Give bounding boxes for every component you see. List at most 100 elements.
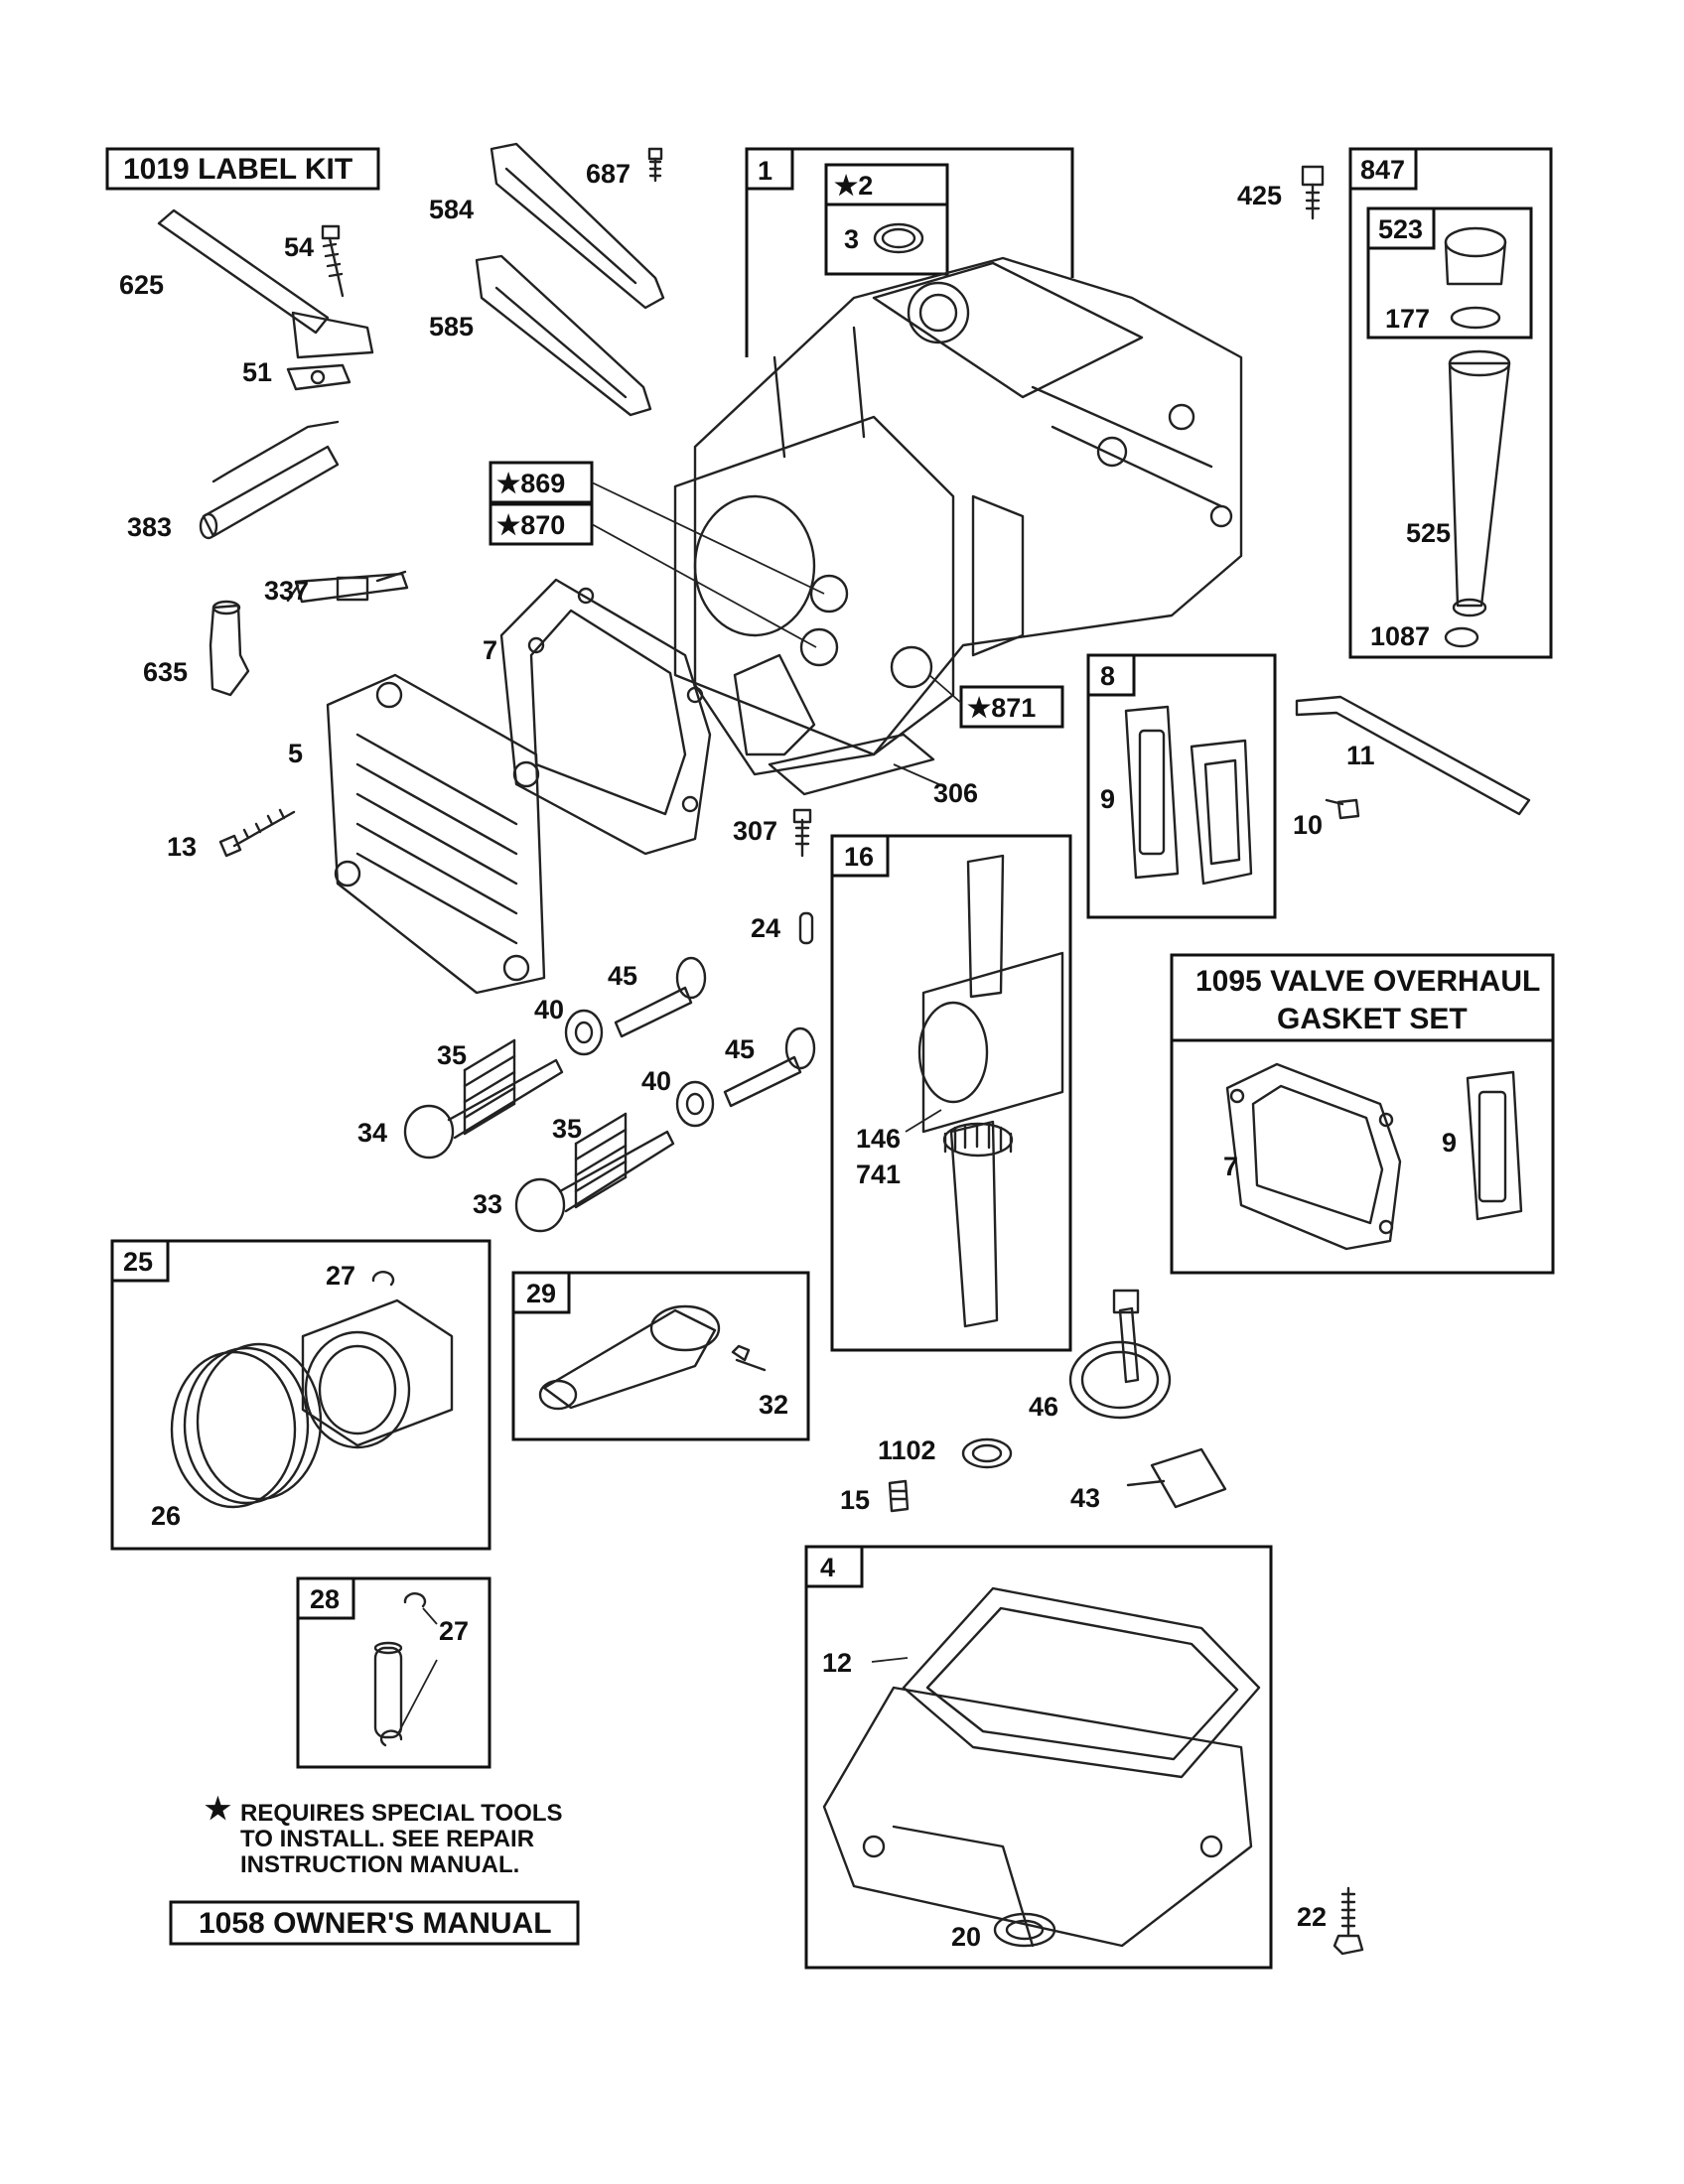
screw-425: 425 [1237,165,1325,220]
label-kit-box: 1019 LABEL KIT [105,147,380,191]
svg-text:35: 35 [437,1040,467,1070]
svg-text:16: 16 [844,842,874,872]
owners-manual-text: 1058 OWNER'S MANUAL [199,1907,552,1940]
svg-text:337: 337 [264,576,309,606]
valve-guide-45a: 45 [608,956,707,1038]
svg-text:9: 9 [1442,1128,1457,1158]
svg-text:54: 54 [284,232,314,262]
dipstick-box-847: 847 523 177 525 1087 [1348,147,1553,659]
breather-cover [1190,739,1253,886]
breather-tube-11: 11 [1295,695,1531,816]
owners-manual-box: 1058 OWNER'S MANUAL [169,1900,580,1946]
svg-text:40: 40 [534,995,564,1024]
bolt-22: 22 [1297,1886,1364,1956]
dowel-pin-24: 24 [751,911,814,945]
svg-text:8: 8 [1100,661,1115,691]
svg-text:11: 11 [1346,741,1375,770]
gasket-584: 584 [429,142,665,310]
star-icon: ★ [205,1793,231,1826]
kit-breather-gasket-9 [1466,1070,1523,1221]
note-line-3: INSTRUCTION MANUAL. [240,1851,519,1878]
svg-text:4: 4 [820,1553,835,1582]
svg-text:24: 24 [751,913,780,943]
valve-intake-34: 34 [357,1058,564,1160]
svg-text:43: 43 [1070,1483,1100,1513]
svg-text:177: 177 [1385,304,1430,334]
svg-text:★2: ★2 [834,171,873,201]
crankshaft-box-16: 16 146 741 [830,834,1072,1352]
spark-plug-337: 337 [264,570,409,606]
connecting-rod-box-29: 29 32 [511,1271,810,1441]
svg-text:35: 35 [552,1114,582,1144]
oil-seal-20 [993,1912,1056,1948]
valve-spring-35b: 35 [552,1112,628,1209]
svg-text:28: 28 [310,1584,340,1614]
svg-text:34: 34 [357,1118,387,1148]
svg-text:425: 425 [1237,181,1282,210]
plug-15: 15 [840,1479,910,1515]
sump-gasket-12 [902,1586,1261,1779]
sump-box-4: 4 12 20 [804,1545,1273,1970]
svg-text:★871: ★871 [967,693,1036,723]
svg-text:7: 7 [483,635,497,665]
svg-text:635: 635 [143,657,188,687]
svg-text:1: 1 [758,156,772,186]
breather-gasket-9 [1124,705,1180,880]
seal-1102: 1102 [878,1435,1013,1469]
note-line-2: TO INSTALL. SEE REPAIR [240,1826,534,1852]
cylinder-sleeve [733,653,816,756]
svg-text:585: 585 [429,312,474,341]
svg-text:45: 45 [725,1034,755,1064]
cylinder-head-5: 5 [288,673,546,995]
kit-head-gasket-7 [1225,1062,1402,1251]
svg-text:★869: ★869 [496,469,565,498]
svg-text:7: 7 [1223,1152,1238,1181]
svg-text:306: 306 [933,778,978,808]
cam-gear-46: 46 [1029,1289,1172,1422]
gasket-585: 585 [429,254,652,417]
svg-text:26: 26 [151,1501,181,1531]
svg-text:33: 33 [473,1189,502,1219]
plate-306: 306 [768,733,978,808]
bolt-13: 13 [167,808,296,862]
cylinder-block-box-1: 1 ★2 3 [489,147,1243,808]
svg-text:22: 22 [1297,1902,1327,1932]
svg-text:847: 847 [1360,155,1405,185]
svg-text:146: 146 [856,1124,901,1154]
svg-text:1087: 1087 [1370,621,1430,651]
piston-pin-box-28: 28 27 [296,1576,491,1769]
screw-54: 54 [284,224,345,298]
screw-687: 687 [586,147,663,189]
valve-spring-35a: 35 [437,1038,516,1136]
svg-text:15: 15 [840,1485,870,1515]
svg-text:584: 584 [429,195,474,224]
sump-housing [822,1686,1253,1948]
svg-text:51: 51 [242,357,272,387]
valve-guide-45b: 45 [723,1026,816,1108]
svg-text:383: 383 [127,512,172,542]
governor-43: 43 [1070,1447,1227,1513]
spark-boot-635: 635 [143,600,250,697]
svg-text:741: 741 [856,1160,901,1189]
svg-text:525: 525 [1406,518,1451,548]
special-tools-note: ★ REQUIRES SPECIAL TOOLS TO INSTALL. SEE… [205,1793,563,1878]
valve-overhaul-kit-box: 1095 VALVE OVERHAUL GASKET SET 7 9 [1170,953,1555,1275]
dipstick-cap-523 [1444,226,1507,286]
piston-box-25: 25 26 27 [110,1239,491,1551]
label-kit-text: 1019 LABEL KIT [123,153,352,186]
gasket-51: 51 [242,357,351,391]
svg-text:45: 45 [608,961,637,991]
screw-10: 10 [1293,798,1360,840]
svg-text:46: 46 [1029,1392,1058,1422]
dipstick-tube-525 [1448,349,1511,617]
svg-text:20: 20 [951,1922,981,1952]
svg-text:307: 307 [733,816,777,846]
svg-text:1095 VALVE OVERHAUL: 1095 VALVE OVERHAUL [1195,965,1540,998]
callout-871-box: ★871 [928,674,1064,729]
retainer-40b: 40 [641,1066,715,1128]
svg-text:27: 27 [326,1261,355,1291]
svg-text:523: 523 [1378,214,1423,244]
note-line-1: REQUIRES SPECIAL TOOLS [240,1800,563,1827]
svg-text:13: 13 [167,832,197,862]
gear-741 [942,1122,1014,1158]
